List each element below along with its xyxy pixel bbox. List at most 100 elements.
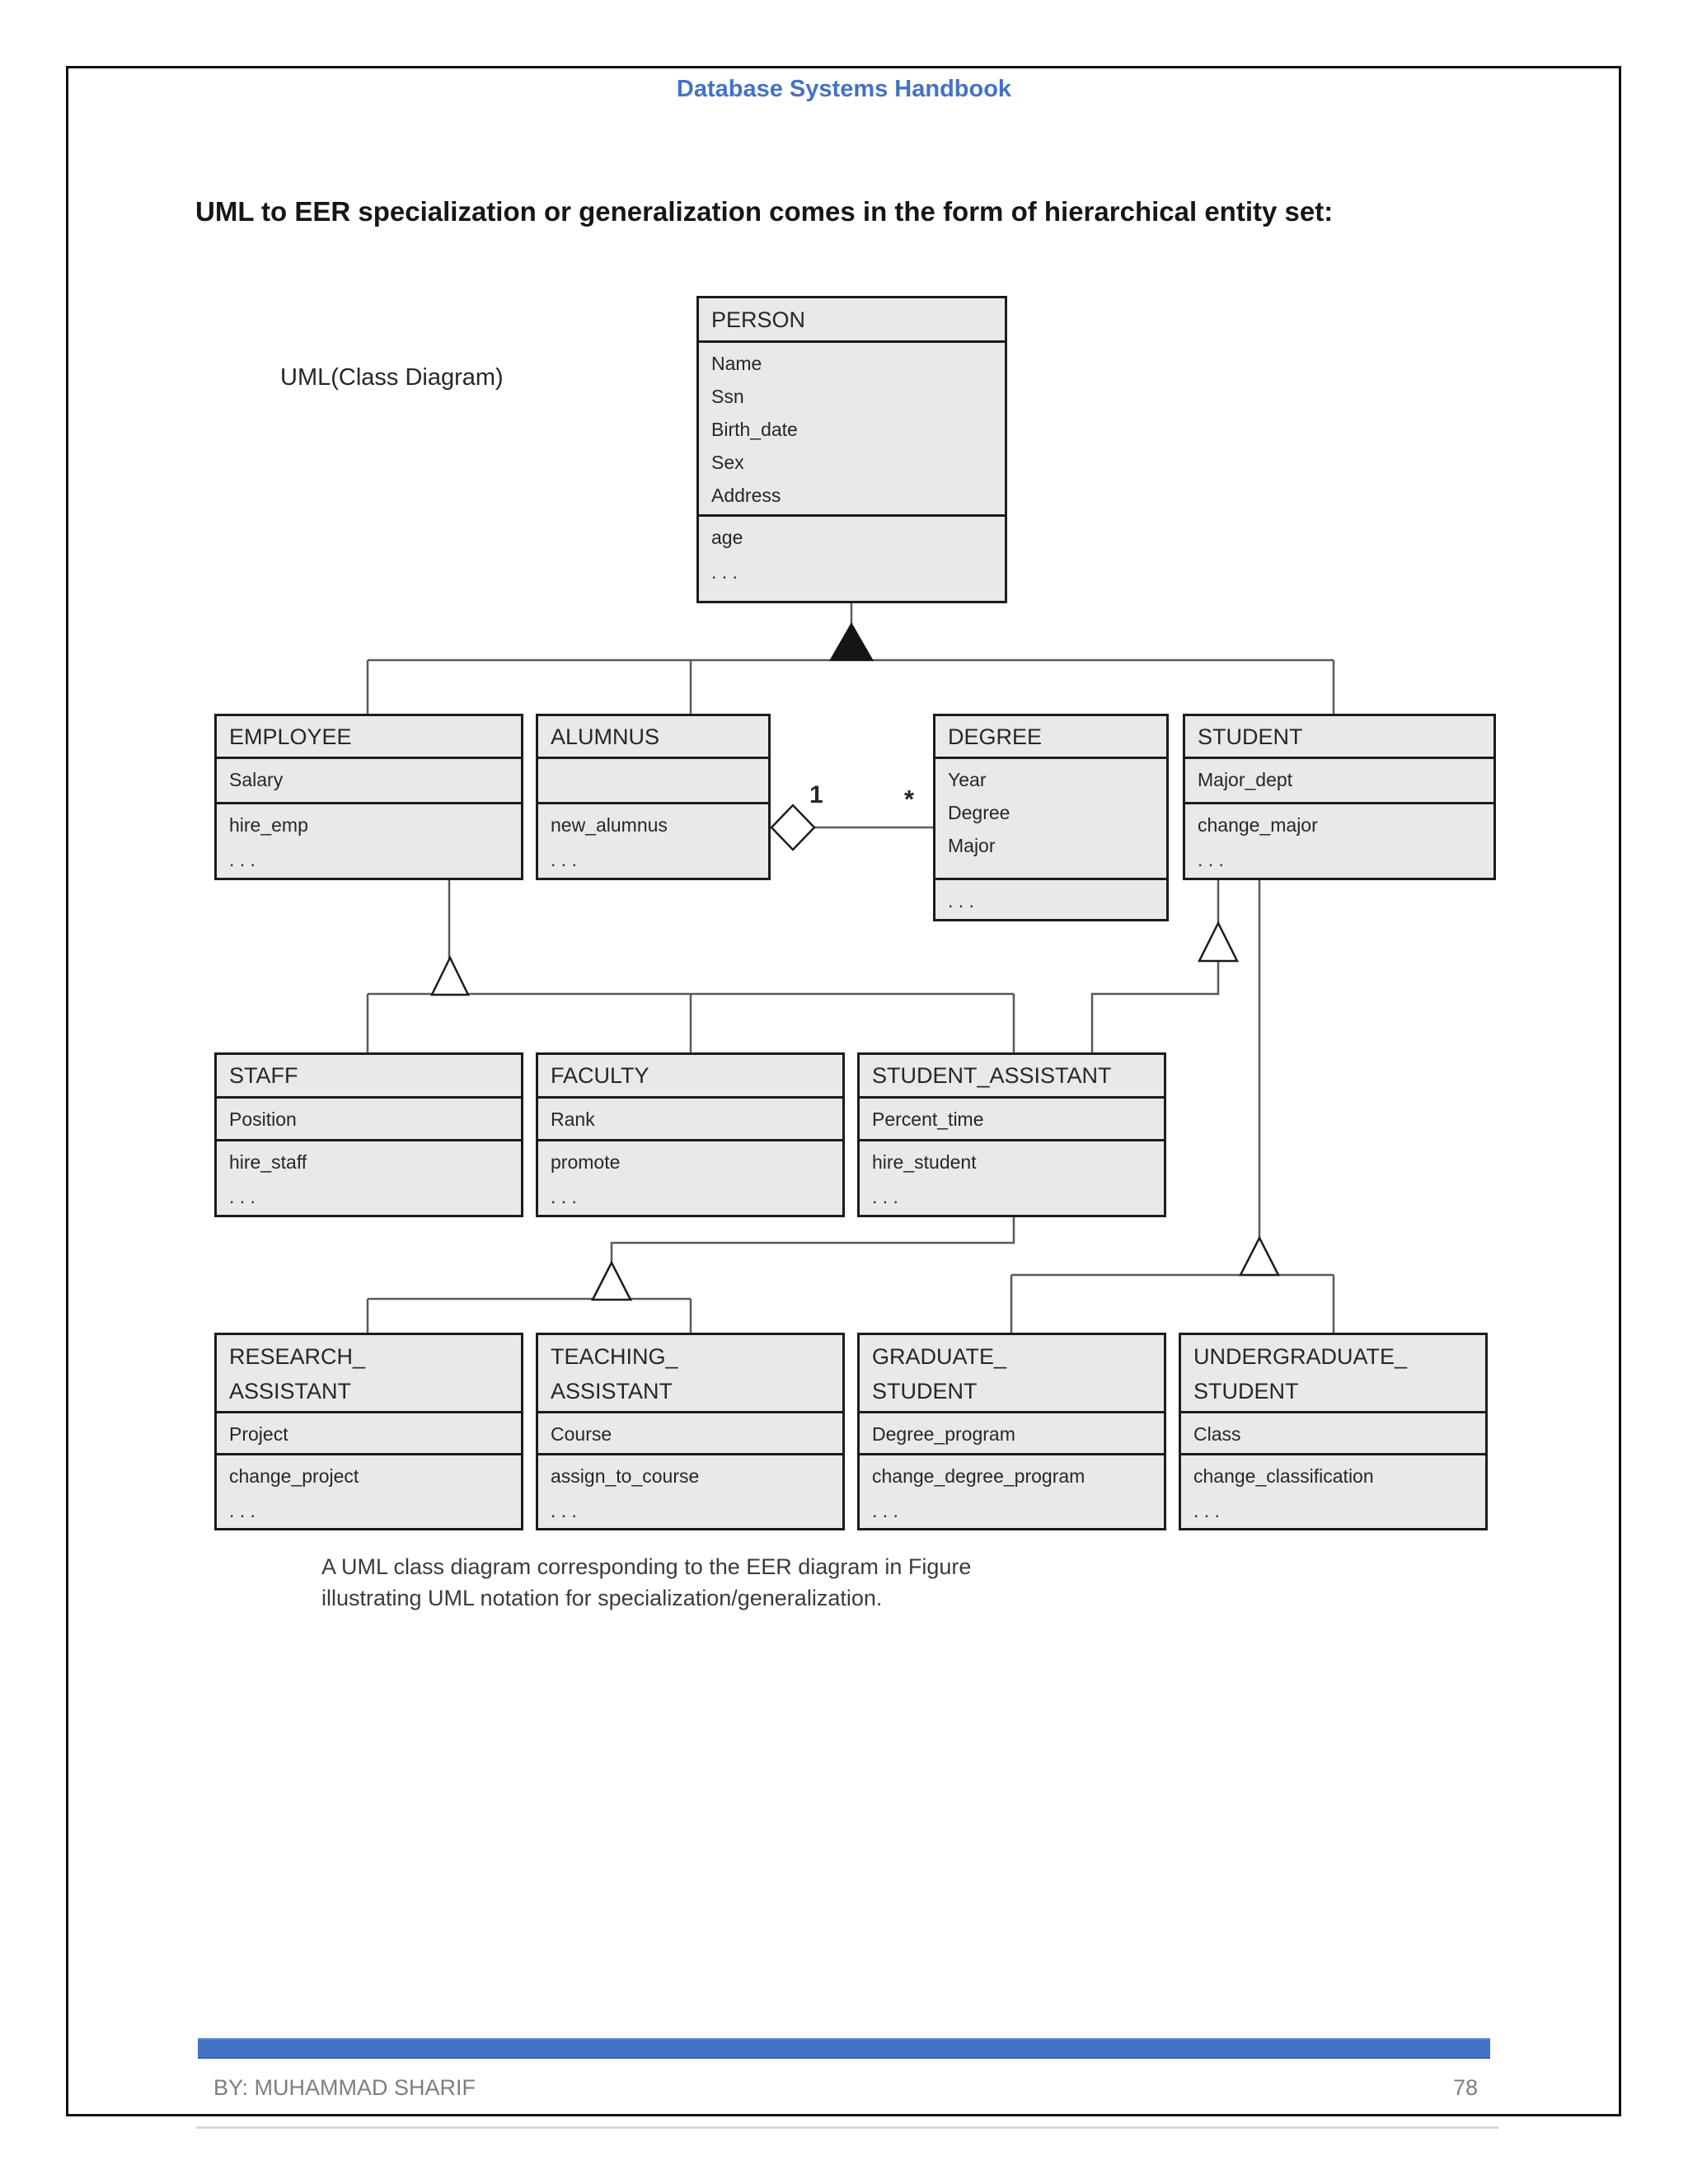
attribute: Ssn — [711, 386, 744, 407]
class-box-undergraduate-student: UNDERGRADUATE_ STUDENT Class change_clas… — [1179, 1333, 1488, 1530]
attribute: Salary — [229, 769, 284, 790]
student-to-student-assistant-line — [1090, 962, 1220, 1052]
operation: change_project — [229, 1465, 359, 1487]
class-attributes — [538, 759, 768, 804]
class-title: STAFF — [217, 1055, 521, 1099]
attribute: Degree — [948, 802, 1010, 823]
page-border — [66, 66, 1621, 2116]
class-attributes: Degree_program — [860, 1413, 1164, 1455]
multiplicity-one-label: 1 — [809, 781, 823, 808]
class-attributes: Course — [538, 1413, 842, 1455]
class-box-graduate-student: GRADUATE_ STUDENT Degree_program change_… — [857, 1333, 1166, 1530]
attribute: Address — [711, 485, 781, 506]
operation: . . . — [1193, 1500, 1220, 1521]
class-title: UNDERGRADUATE_ STUDENT — [1181, 1335, 1485, 1413]
footer-shadow-line — [196, 2126, 1498, 2129]
class-box-student: STUDENT Major_dept change_major . . . — [1183, 714, 1496, 880]
class-attributes: Percent_time — [860, 1099, 1164, 1141]
operation: change_major — [1198, 814, 1318, 836]
class-operations: . . . — [935, 880, 1166, 918]
class-attributes: Salary — [217, 759, 521, 804]
diagram-label: UML(Class Diagram) — [280, 364, 504, 391]
attribute: Percent_time — [872, 1108, 984, 1130]
multiplicity-many-label: * — [904, 785, 915, 813]
class-operations: hire_emp . . . — [217, 804, 521, 877]
attribute: Degree_program — [872, 1423, 1015, 1445]
operation: . . . — [229, 849, 256, 870]
figure-caption-line2: illustrating UML notation for specializa… — [321, 1586, 883, 1610]
generalization-triangle-employee-icon — [429, 955, 471, 996]
aggregation-diamond-icon — [770, 804, 816, 851]
operation: change_degree_program — [872, 1465, 1085, 1487]
generalization-triangle-student-icon — [1197, 921, 1240, 963]
class-box-alumnus: ALUMNUS new_alumnus . . . — [536, 714, 771, 880]
operation: change_classification — [1193, 1465, 1374, 1487]
class-attributes: Position — [217, 1099, 521, 1141]
class-attributes: Year Degree Major — [935, 759, 1166, 880]
class-box-person: PERSON Name Ssn Birth_date Sex Address a… — [696, 296, 1007, 603]
operation: age — [711, 527, 743, 548]
student-assistant-stub-line — [610, 1217, 1015, 1263]
class-title: EMPLOYEE — [217, 716, 521, 759]
header-title: Database Systems Handbook — [676, 76, 1012, 102]
class-attributes: Project — [217, 1413, 521, 1455]
class-operations: change_project . . . — [217, 1455, 521, 1528]
operation: assign_to_course — [551, 1465, 700, 1487]
generalization-triangle-graduate-icon — [1238, 1235, 1281, 1277]
operation: . . . — [229, 1500, 256, 1521]
class-title: PERSON — [699, 298, 1005, 343]
class-title: ALUMNUS — [538, 716, 768, 759]
attribute: Sex — [711, 452, 744, 473]
operation: . . . — [711, 561, 738, 583]
operation: . . . — [551, 1500, 577, 1521]
class-title: STUDENT_ASSISTANT — [860, 1055, 1164, 1099]
class-operations: new_alumnus . . . — [538, 804, 768, 877]
class-operations: hire_staff . . . — [217, 1141, 521, 1214]
attribute: Rank — [551, 1108, 595, 1130]
attribute: Name — [711, 353, 762, 374]
class-box-teaching-assistant: TEACHING_ ASSISTANT Course assign_to_cou… — [536, 1333, 845, 1530]
class-title: TEACHING_ ASSISTANT — [538, 1335, 842, 1413]
operation: . . . — [551, 849, 577, 870]
class-box-employee: EMPLOYEE Salary hire_emp . . . — [214, 714, 523, 880]
operation: . . . — [872, 1186, 898, 1207]
class-box-staff: STAFF Position hire_staff . . . — [214, 1052, 523, 1217]
class-box-faculty: FACULTY Rank promote . . . — [536, 1052, 845, 1217]
attribute: Project — [229, 1423, 288, 1445]
figure-caption-line1: A UML class diagram corresponding to the… — [321, 1554, 972, 1579]
attribute: Year — [948, 769, 987, 790]
operation: hire_emp — [229, 814, 308, 836]
attribute: Course — [551, 1423, 612, 1445]
class-box-student-assistant: STUDENT_ASSISTANT Percent_time hire_stud… — [857, 1052, 1166, 1217]
class-operations: age . . . — [699, 517, 1005, 589]
section-heading: UML to EER specialization or generalizat… — [195, 196, 1334, 227]
class-attributes: Name Ssn Birth_date Sex Address — [699, 343, 1005, 517]
footer-page-number: 78 — [1452, 2075, 1478, 2100]
generalization-triangle-student-assistant-icon — [590, 1260, 633, 1301]
operation: . . . — [551, 1186, 577, 1207]
attribute: Major_dept — [1198, 769, 1293, 790]
class-attributes: Rank — [538, 1099, 842, 1141]
class-title: GRADUATE_ STUDENT — [860, 1335, 1164, 1413]
attribute: Position — [229, 1108, 297, 1130]
class-title: DEGREE — [935, 716, 1166, 759]
operation: hire_staff — [229, 1151, 307, 1173]
class-operations: assign_to_course . . . — [538, 1455, 842, 1528]
attribute: Major — [948, 835, 996, 856]
generalization-triangle-filled-icon — [829, 622, 874, 661]
class-operations: hire_student . . . — [860, 1141, 1164, 1214]
operation: . . . — [948, 890, 974, 912]
class-title: STUDENT — [1185, 716, 1493, 759]
figure-caption: A UML class diagram corresponding to the… — [321, 1551, 971, 1614]
operation: . . . — [1198, 849, 1224, 870]
class-operations: change_classification . . . — [1181, 1455, 1485, 1528]
class-title: RESEARCH_ ASSISTANT — [217, 1335, 521, 1413]
class-attributes: Class — [1181, 1413, 1485, 1455]
operation: . . . — [872, 1500, 898, 1521]
class-operations: change_degree_program . . . — [860, 1455, 1164, 1528]
operation: promote — [551, 1151, 621, 1173]
class-box-degree: DEGREE Year Degree Major . . . — [933, 714, 1169, 921]
class-operations: change_major . . . — [1185, 804, 1493, 877]
